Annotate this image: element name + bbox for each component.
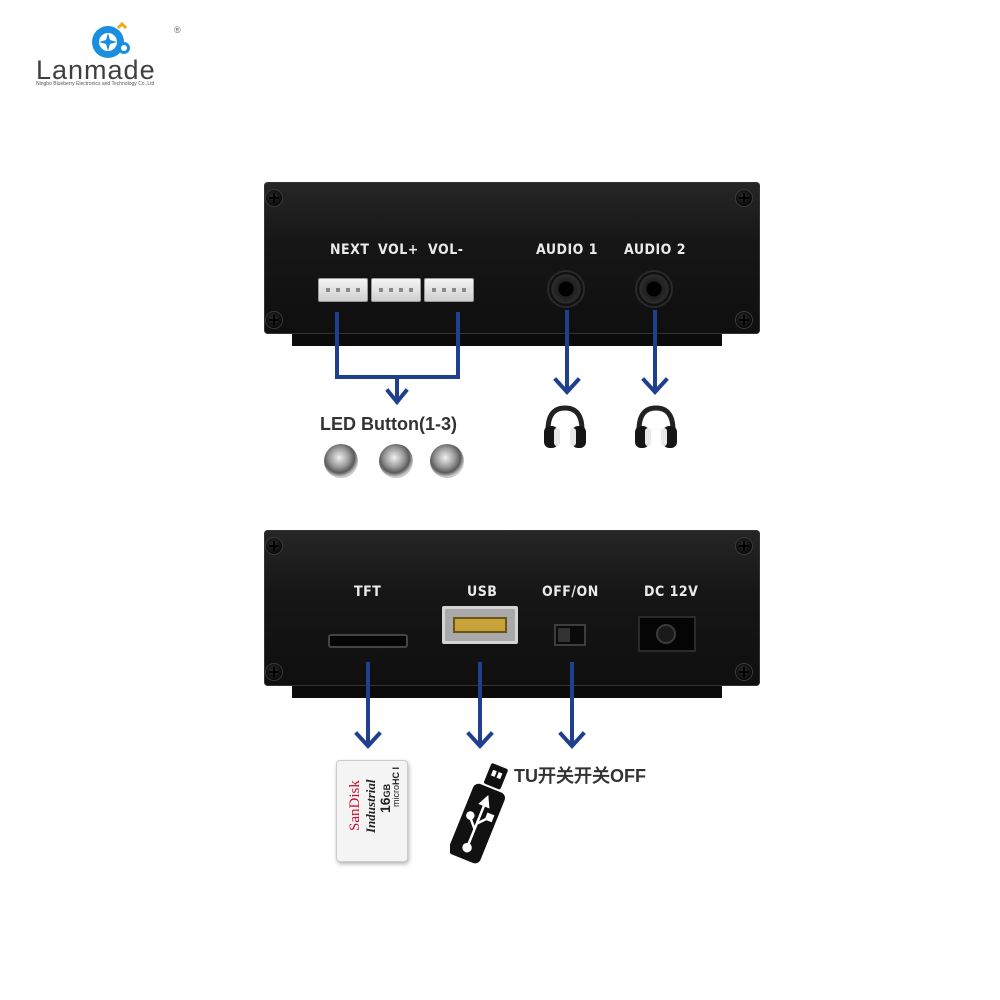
usb-flash-drive-icon xyxy=(450,763,508,864)
label-usb: USB xyxy=(467,584,498,600)
label-off-on: OFF/ON xyxy=(542,584,599,600)
power-switch[interactable] xyxy=(554,624,586,646)
led-button-2 xyxy=(379,444,413,478)
label-audio-2: AUDIO 2 xyxy=(624,242,687,258)
screw-icon xyxy=(736,312,752,328)
device-front-panel: NEXT VOL+ VOL- AUDIO 1 AUDIO 2 xyxy=(264,182,760,334)
label-dc-12v: DC 12V xyxy=(644,584,699,600)
button-connector-vol-plus[interactable] xyxy=(371,278,421,302)
led-button-3 xyxy=(430,444,464,478)
label-vol-minus: VOL- xyxy=(428,242,464,258)
audio-jack-2[interactable] xyxy=(637,272,671,306)
button-connector-vol-minus[interactable] xyxy=(424,278,474,302)
screw-icon xyxy=(266,664,282,680)
button-connector-next[interactable] xyxy=(318,278,368,302)
screw-icon xyxy=(266,312,282,328)
label-tft: TFT xyxy=(354,584,382,600)
usb-port[interactable] xyxy=(442,606,518,644)
screw-icon xyxy=(736,190,752,206)
logo-mark-icon xyxy=(92,21,130,58)
logo-subtitle: Ningbo Blueberry Electronics and Technol… xyxy=(36,81,155,87)
dc-power-jack[interactable] xyxy=(638,616,696,652)
led-button-1 xyxy=(324,444,358,478)
sd-micro: micro xyxy=(391,785,401,807)
brand-logo xyxy=(30,20,200,95)
headphones-icon xyxy=(635,405,677,448)
micro-sd-card: SanDisk Industrial 16GB micro HC I xyxy=(336,760,408,862)
registered-mark: ® xyxy=(174,25,181,35)
caption-turn-off: TU开关开关OFF xyxy=(514,766,646,786)
label-vol-plus: VOL+ xyxy=(378,242,419,258)
audio-jack-1[interactable] xyxy=(549,272,583,306)
screw-icon xyxy=(266,538,282,554)
label-next: NEXT xyxy=(330,242,370,258)
device-back-panel: TFT USB OFF/ON DC 12V xyxy=(264,530,760,686)
caption-led-button: LED Button(1-3) xyxy=(320,414,457,434)
screw-icon xyxy=(736,664,752,680)
sd-hc: HC I xyxy=(391,767,401,785)
screw-icon xyxy=(736,538,752,554)
logo-text: Lanmade xyxy=(36,55,156,85)
label-audio-1: AUDIO 1 xyxy=(536,242,599,258)
screw-icon xyxy=(266,190,282,206)
headphones-icon xyxy=(544,405,586,448)
sd-brand: SanDisk xyxy=(347,780,363,831)
tft-card-slot[interactable] xyxy=(328,634,408,648)
